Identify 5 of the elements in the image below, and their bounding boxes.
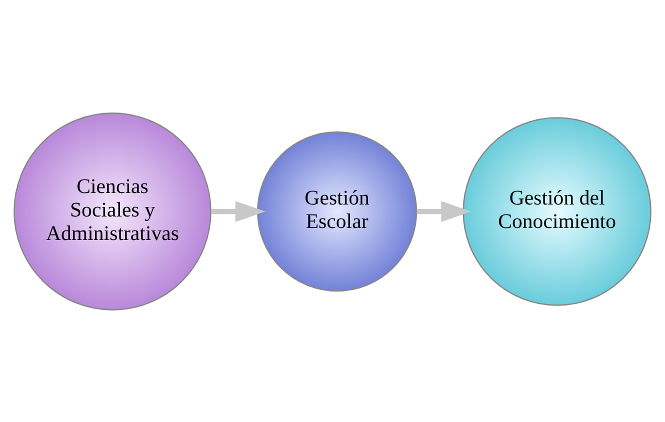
node-circle: Ciencias Sociales y Administrativas — [14, 112, 212, 310]
node-circle: Gestión del Conocimiento — [462, 116, 652, 306]
arrow — [211, 200, 266, 222]
arrow — [416, 200, 472, 222]
node-circle: Gestión Escolar — [257, 130, 418, 292]
